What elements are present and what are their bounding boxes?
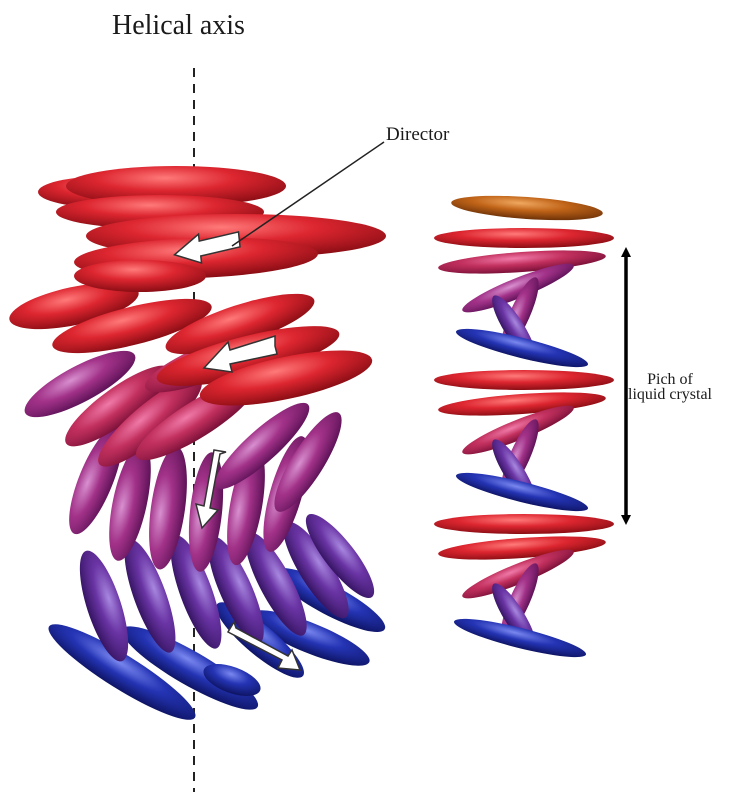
molecule bbox=[434, 228, 614, 248]
molecule bbox=[434, 370, 614, 390]
pitch-label-line1: Pich of bbox=[628, 372, 712, 387]
helix-stack-left bbox=[5, 142, 391, 732]
molecule bbox=[438, 388, 607, 420]
pitch-label-line2: liquid crystal bbox=[628, 387, 712, 402]
molecule bbox=[74, 260, 206, 292]
pitch-label: Pich of liquid crystal bbox=[628, 372, 712, 402]
molecule bbox=[434, 514, 614, 534]
molecule bbox=[438, 246, 607, 278]
molecule bbox=[450, 192, 603, 225]
molecule bbox=[438, 532, 607, 564]
helix-stack-right bbox=[434, 192, 614, 664]
helical-axis-label: Helical axis bbox=[112, 10, 245, 42]
director-label: Director bbox=[386, 124, 449, 146]
